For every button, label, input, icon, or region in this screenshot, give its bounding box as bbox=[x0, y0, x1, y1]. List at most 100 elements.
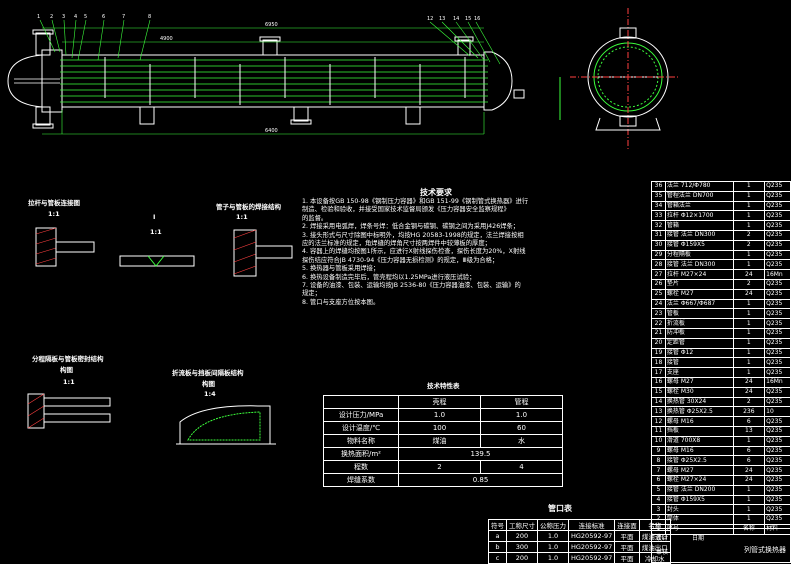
bom-cell: 10 bbox=[651, 435, 666, 447]
bom-cell: 6 bbox=[651, 474, 666, 486]
bom-cell: 24 bbox=[732, 386, 766, 398]
bom-cell: 定距管 bbox=[664, 337, 734, 349]
bom-cell: Q235 bbox=[764, 416, 791, 427]
svg-text:5: 5 bbox=[84, 14, 87, 20]
bom-cell: 2 bbox=[732, 239, 766, 251]
detail2-drawing bbox=[119, 255, 195, 267]
bom-cell: 分程隔板 bbox=[664, 249, 734, 261]
dim-mid-label: 4900 bbox=[160, 36, 173, 42]
leader-lines bbox=[39, 19, 501, 65]
bom-cell: 支座 bbox=[664, 367, 734, 378]
bom-cell: 2 bbox=[732, 229, 766, 241]
bom-cell: 1 bbox=[732, 200, 766, 212]
bom-cell: 1 bbox=[732, 367, 766, 378]
tube-bundle bbox=[14, 59, 488, 103]
tech-requirement-line: 4. 容器上的焊缝均按图1所示，应进行X射线探伤检查，探伤长度为20%，X射线 bbox=[302, 248, 526, 256]
bom-cell: Q235 bbox=[764, 484, 791, 496]
bom-cell: 1 bbox=[732, 259, 766, 271]
title-design: 设计 bbox=[656, 535, 669, 542]
bom-cell: Q235 bbox=[764, 220, 791, 231]
bom-cell: 31 bbox=[651, 229, 666, 241]
detail4-title: 分程隔板与管板密封结构 bbox=[32, 355, 104, 363]
tech-requirement-line: 应的法兰标准的规定，角焊缝的焊角尺寸按两焊件中较薄板的厚度； bbox=[302, 240, 491, 248]
bom-cell: 27 bbox=[651, 269, 666, 280]
bom-cell: 30 bbox=[651, 239, 666, 251]
title-check: 审核 bbox=[656, 549, 669, 556]
nozzle-cell: 200 bbox=[506, 552, 538, 564]
bom-cell: 拉杆 M27×24 bbox=[664, 269, 734, 280]
bom-cell: 16Mn bbox=[764, 269, 791, 280]
bom-cell: 15 bbox=[651, 386, 666, 398]
bom-cell: 28 bbox=[651, 259, 666, 271]
nozzle-header-cell: 符号 bbox=[488, 519, 507, 531]
bom-cell: 8 bbox=[651, 455, 666, 467]
bom-cell: 1 bbox=[732, 210, 766, 222]
bom-cell: 管箱 bbox=[664, 220, 734, 231]
bom-cell: 14 bbox=[651, 396, 666, 408]
bom-cell: 1 bbox=[732, 220, 766, 231]
bom-cell: 换热管 Φ25X2.5 bbox=[664, 406, 734, 418]
svg-text:15: 15 bbox=[465, 16, 471, 22]
bom-cell: Q235 bbox=[764, 288, 791, 300]
title-block: 设计 审核 日期 列管式换热器 bbox=[651, 528, 791, 563]
nozzle-cell: 1.0 bbox=[537, 552, 569, 564]
nozzle-cell: 200 bbox=[506, 530, 538, 542]
shell-body bbox=[61, 54, 485, 108]
nozzle-cell: 平面 bbox=[614, 552, 640, 564]
bom-cell: 接管 Φ12 bbox=[664, 347, 734, 359]
bom-cell: 20 bbox=[651, 337, 666, 349]
bom-cell: 3 bbox=[651, 504, 666, 516]
bom-cell: Q235 bbox=[764, 425, 791, 437]
bom-cell: 13 bbox=[732, 425, 766, 437]
bom-cell: Q235 bbox=[764, 249, 791, 261]
bom-cell: Q235 bbox=[764, 445, 791, 457]
tech-requirement-line: 5. 换热器与管板采用焊接； bbox=[302, 265, 380, 273]
bom-cell: 1 bbox=[732, 514, 766, 525]
nozzle-cell: a bbox=[488, 530, 507, 542]
tech-requirement-line: 1. 本设备按GB 150-98《钢制压力容器》和GB 151-99《钢制管式换… bbox=[302, 198, 529, 205]
nozzle-header-cell: 工称尺寸 bbox=[506, 519, 538, 531]
bom-cell: 24 bbox=[651, 298, 666, 310]
bom-cell: 折流板 bbox=[664, 318, 734, 329]
bom-cell: Q235 bbox=[764, 298, 791, 310]
bom-cell: 螺母 M27 bbox=[664, 376, 734, 388]
dim-top-label: 6950 bbox=[265, 22, 278, 28]
bom-cell: 螺母 M16 bbox=[664, 416, 734, 427]
nozzle-cell: b bbox=[488, 541, 507, 553]
detail3-title: 管子与管板的焊接结构 bbox=[216, 203, 281, 211]
bom-cell: 滑道 700X8 bbox=[664, 435, 734, 447]
bom-cell: 1 bbox=[732, 249, 766, 261]
detail4-drawing bbox=[27, 393, 111, 429]
tech-requirement-line: 的监督。 bbox=[302, 214, 328, 222]
bom-cell: Q235 bbox=[764, 181, 791, 192]
bom-cell: 接管 法兰 DN300 bbox=[664, 259, 734, 271]
svg-text:14: 14 bbox=[453, 16, 459, 22]
bom-cell: 接管 法兰 DN200 bbox=[664, 484, 734, 496]
bom-cell: 13 bbox=[651, 406, 666, 418]
bom-cell: 拉杆 Φ12×1700 bbox=[664, 210, 734, 222]
bom-cell: Q235 bbox=[764, 396, 791, 408]
tech-requirements-title: 技术要求 bbox=[420, 188, 452, 197]
detail5-drawing bbox=[176, 405, 276, 445]
svg-text:6: 6 bbox=[102, 14, 105, 20]
nozzle-cell: 1.0 bbox=[537, 541, 569, 553]
detail1-drawing bbox=[35, 227, 95, 267]
bom-cell: 2 bbox=[732, 396, 766, 408]
bom-cell: Q235 bbox=[764, 494, 791, 506]
bom-cell: 1 bbox=[732, 298, 766, 310]
bom-cell: Q235 bbox=[764, 514, 791, 525]
bom-cell: Q235 bbox=[764, 278, 791, 290]
bom-cell: 防冲板 bbox=[664, 327, 734, 339]
bom-cell: 24 bbox=[732, 269, 766, 280]
